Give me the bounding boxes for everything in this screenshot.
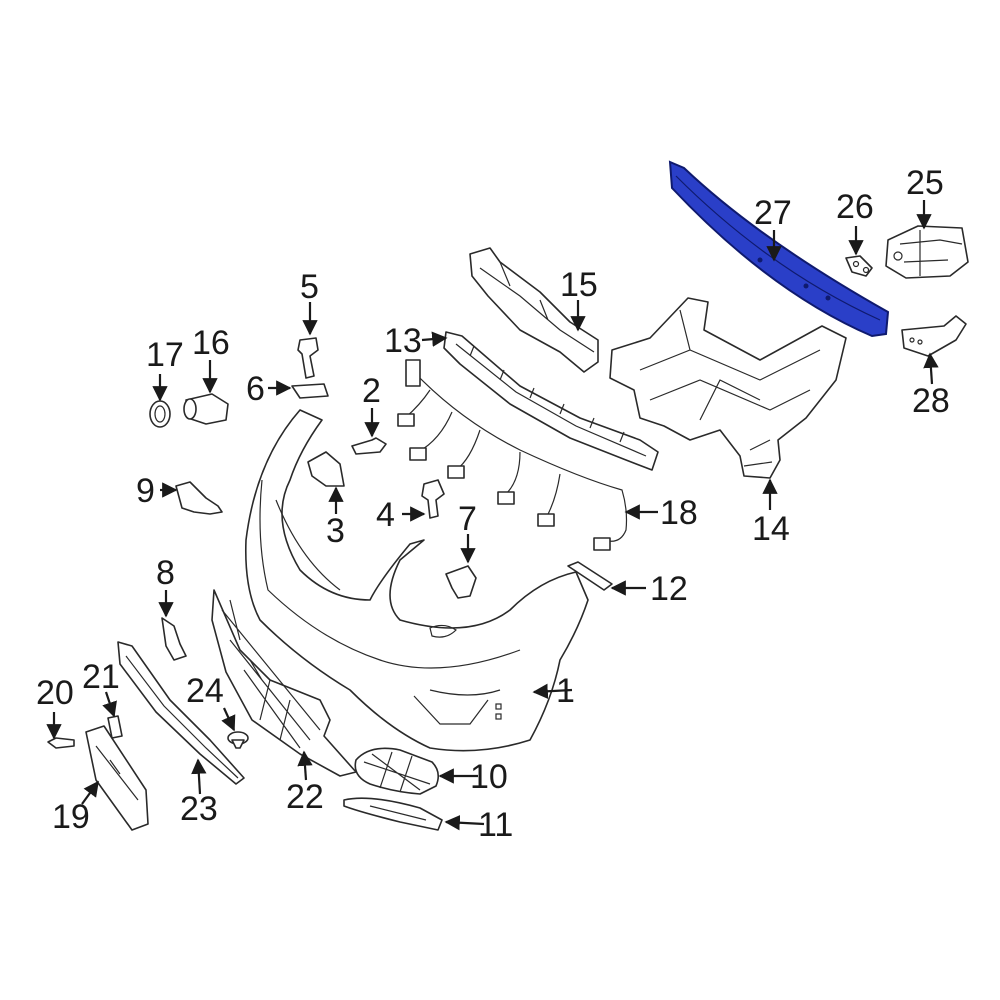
- part-7-clip[interactable]: [445, 565, 477, 599]
- part-10-fog-grille[interactable]: [354, 747, 440, 795]
- part-13-absorber-strip[interactable]: [443, 331, 659, 471]
- part-28-bracket[interactable]: [901, 315, 967, 357]
- callout-5[interactable]: 5: [300, 268, 319, 306]
- callout-12[interactable]: 12: [650, 570, 688, 608]
- part-18-wiring-harness[interactable]: [397, 359, 628, 551]
- callout-7[interactable]: 7: [458, 500, 477, 538]
- callout-6[interactable]: 6: [246, 370, 265, 408]
- callout-15[interactable]: 15: [560, 266, 598, 304]
- callout-23[interactable]: 23: [180, 790, 218, 828]
- callout-22[interactable]: 22: [286, 778, 324, 816]
- callout-4[interactable]: 4: [376, 496, 395, 534]
- callout-28[interactable]: 28: [912, 382, 950, 420]
- part-2-screw[interactable]: [351, 437, 387, 455]
- callout-24[interactable]: 24: [186, 672, 224, 710]
- callout-27[interactable]: 27: [754, 194, 792, 232]
- callout-19[interactable]: 19: [52, 798, 90, 836]
- part-8-bracket[interactable]: [161, 617, 187, 661]
- callout-11[interactable]: 11: [478, 806, 513, 844]
- leader-lines: [46, 200, 939, 831]
- part-4-bolt[interactable]: [421, 479, 445, 519]
- callout-18[interactable]: 18: [660, 494, 698, 532]
- callout-13[interactable]: 13: [384, 322, 422, 360]
- callout-2[interactable]: 2: [362, 372, 381, 410]
- callout-21[interactable]: 21: [82, 658, 120, 696]
- part-1-bumper-cover[interactable]: [244, 409, 589, 752]
- callout-8[interactable]: 8: [156, 554, 175, 592]
- callout-17[interactable]: 17: [146, 336, 184, 374]
- part-6-clip[interactable]: [291, 383, 329, 399]
- part-26-plate[interactable]: [845, 255, 873, 277]
- part-16-sensor[interactable]: [183, 393, 229, 425]
- callout-26[interactable]: 26: [836, 188, 874, 226]
- callout-14[interactable]: 14: [752, 510, 790, 548]
- callout-1[interactable]: 1: [556, 672, 575, 710]
- callout-10[interactable]: 10: [470, 758, 508, 796]
- callout-25[interactable]: 25: [906, 164, 944, 202]
- callout-3[interactable]: 3: [326, 512, 345, 550]
- part-3-nut[interactable]: [307, 451, 345, 487]
- callout-9[interactable]: 9: [136, 472, 155, 510]
- part-19-plate-bracket[interactable]: [85, 725, 149, 831]
- part-17-sensor-ring[interactable]: [149, 400, 171, 428]
- part-9-cover[interactable]: [175, 481, 223, 515]
- callout-20[interactable]: 20: [36, 674, 74, 712]
- part-5-bolt[interactable]: [297, 337, 319, 379]
- part-11-lower-trim[interactable]: [343, 797, 443, 831]
- callout-16[interactable]: 16: [192, 324, 230, 362]
- part-14-bumper-carrier[interactable]: [609, 297, 847, 479]
- part-15-energy-absorber[interactable]: [469, 247, 599, 373]
- part-20-screw[interactable]: [47, 737, 75, 749]
- part-24-clip[interactable]: [227, 731, 249, 749]
- part-25-bracket[interactable]: [885, 225, 969, 279]
- part-23-trim-strip[interactable]: [117, 641, 245, 785]
- callout-labels: 1 2 3 4 5 6 7 8 9 10 11 12 13 14 15 16 1…: [36, 164, 950, 844]
